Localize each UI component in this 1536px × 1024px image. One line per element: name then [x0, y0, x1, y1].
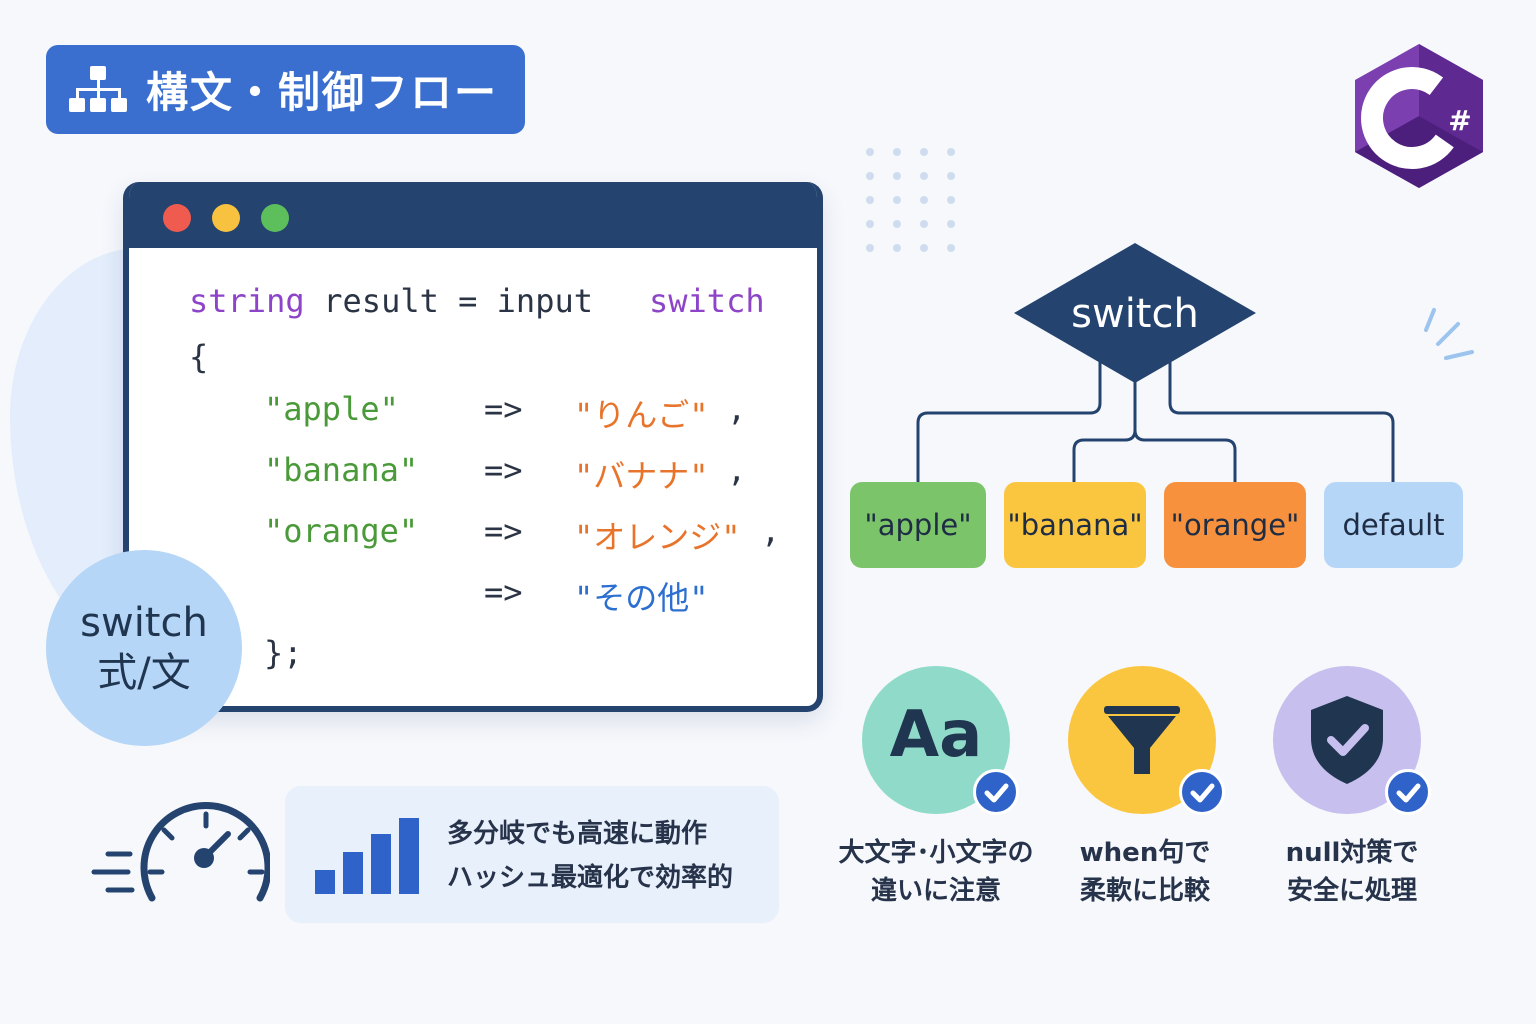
filter-funnel-icon	[1104, 706, 1180, 774]
csharp-logo: #	[1355, 44, 1483, 188]
code-case-arrow: =>	[484, 573, 523, 611]
feature-case-line2: 違いに注意	[870, 876, 1001, 906]
performance-note: 多分岐でも高速に動作 ハッシュ最適化で効率的	[285, 786, 779, 923]
switch-badge-line1: switch	[80, 600, 208, 646]
switch-expression-badge: switch 式/文	[46, 550, 242, 746]
performance-text: 多分岐でも高速に動作 ハッシュ最適化で効率的	[447, 812, 733, 900]
minimize-dot-icon	[212, 204, 240, 232]
csharp-logo-text: #	[1448, 104, 1471, 137]
code-case-value: "その他"	[574, 579, 709, 617]
code-declaration: result = input	[304, 282, 613, 320]
check-icon	[1385, 769, 1431, 815]
code-case-arrow: =>	[484, 512, 523, 550]
code-block: string result = input switch { "apple" =…	[129, 182, 817, 706]
code-case-value: "オレンジ"	[574, 518, 741, 556]
code-type-keyword: string	[189, 282, 305, 320]
code-case-arrow: =>	[484, 390, 523, 428]
check-icon	[973, 769, 1019, 815]
branch-default: default	[1324, 482, 1463, 568]
code-case-value: "バナナ"	[574, 457, 709, 495]
code-open-brace: {	[189, 338, 209, 376]
code-window: string result = input switch { "apple" =…	[123, 182, 823, 712]
speedometer-icon	[91, 802, 270, 902]
text-case-icon: Aa	[889, 698, 983, 772]
code-window-titlebar	[129, 182, 817, 248]
feature-case-text: 大文字･小文字の 違いに注意	[821, 834, 1051, 910]
feature-when-line2: 柔軟に比較	[1079, 876, 1210, 906]
code-case-arrow: =>	[484, 451, 523, 489]
diagram-root-label: switch	[1071, 291, 1199, 337]
code-case-sep: ,	[727, 451, 747, 489]
close-dot-icon	[163, 204, 191, 232]
diagram-connectors: switch	[916, 243, 1395, 483]
feature-null-text: null対策で 安全に処理	[1237, 834, 1467, 910]
feature-null-line2: 安全に処理	[1286, 876, 1417, 906]
switch-flow-diagram: switch "apple" "banana" "orange" default	[830, 235, 1490, 595]
feature-when-line1: when句で	[1079, 838, 1211, 868]
hierarchy-icon	[69, 65, 127, 112]
code-close-brace: };	[264, 634, 303, 672]
performance-line2: ハッシュ最適化で効率的	[447, 863, 734, 893]
feature-case-line1: 大文字･小文字の	[838, 838, 1034, 868]
maximize-dot-icon	[261, 204, 289, 232]
branch-orange: "orange"	[1164, 482, 1306, 568]
branch-banana: "banana"	[1004, 482, 1146, 568]
code-case-sep: ,	[727, 390, 747, 428]
spark-accent-icon	[1424, 308, 1474, 360]
feature-when-text: when句で 柔軟に比較	[1030, 834, 1260, 910]
code-case-value: "りんご"	[574, 396, 709, 434]
section-header-badge: 構文・制御フロー	[46, 45, 525, 134]
code-case-key: "orange"	[264, 512, 419, 550]
code-switch-keyword: switch	[649, 282, 765, 320]
check-icon	[1179, 769, 1225, 815]
code-case-key: "banana"	[264, 451, 419, 489]
branch-apple: "apple"	[850, 482, 986, 568]
performance-line1: 多分岐でも高速に動作	[447, 819, 708, 849]
bar-chart-icon	[315, 818, 419, 894]
code-case-key: "apple"	[264, 390, 399, 428]
switch-badge-line2: 式/文	[97, 650, 191, 696]
decorative-dot-grid	[862, 146, 972, 256]
feature-null-line1: null対策で	[1285, 838, 1419, 868]
page-title: 構文・制御フロー	[146, 68, 499, 117]
shield-check-icon	[1311, 696, 1383, 784]
switch-decision-diamond	[1014, 243, 1256, 383]
code-case-sep: ,	[761, 512, 781, 550]
